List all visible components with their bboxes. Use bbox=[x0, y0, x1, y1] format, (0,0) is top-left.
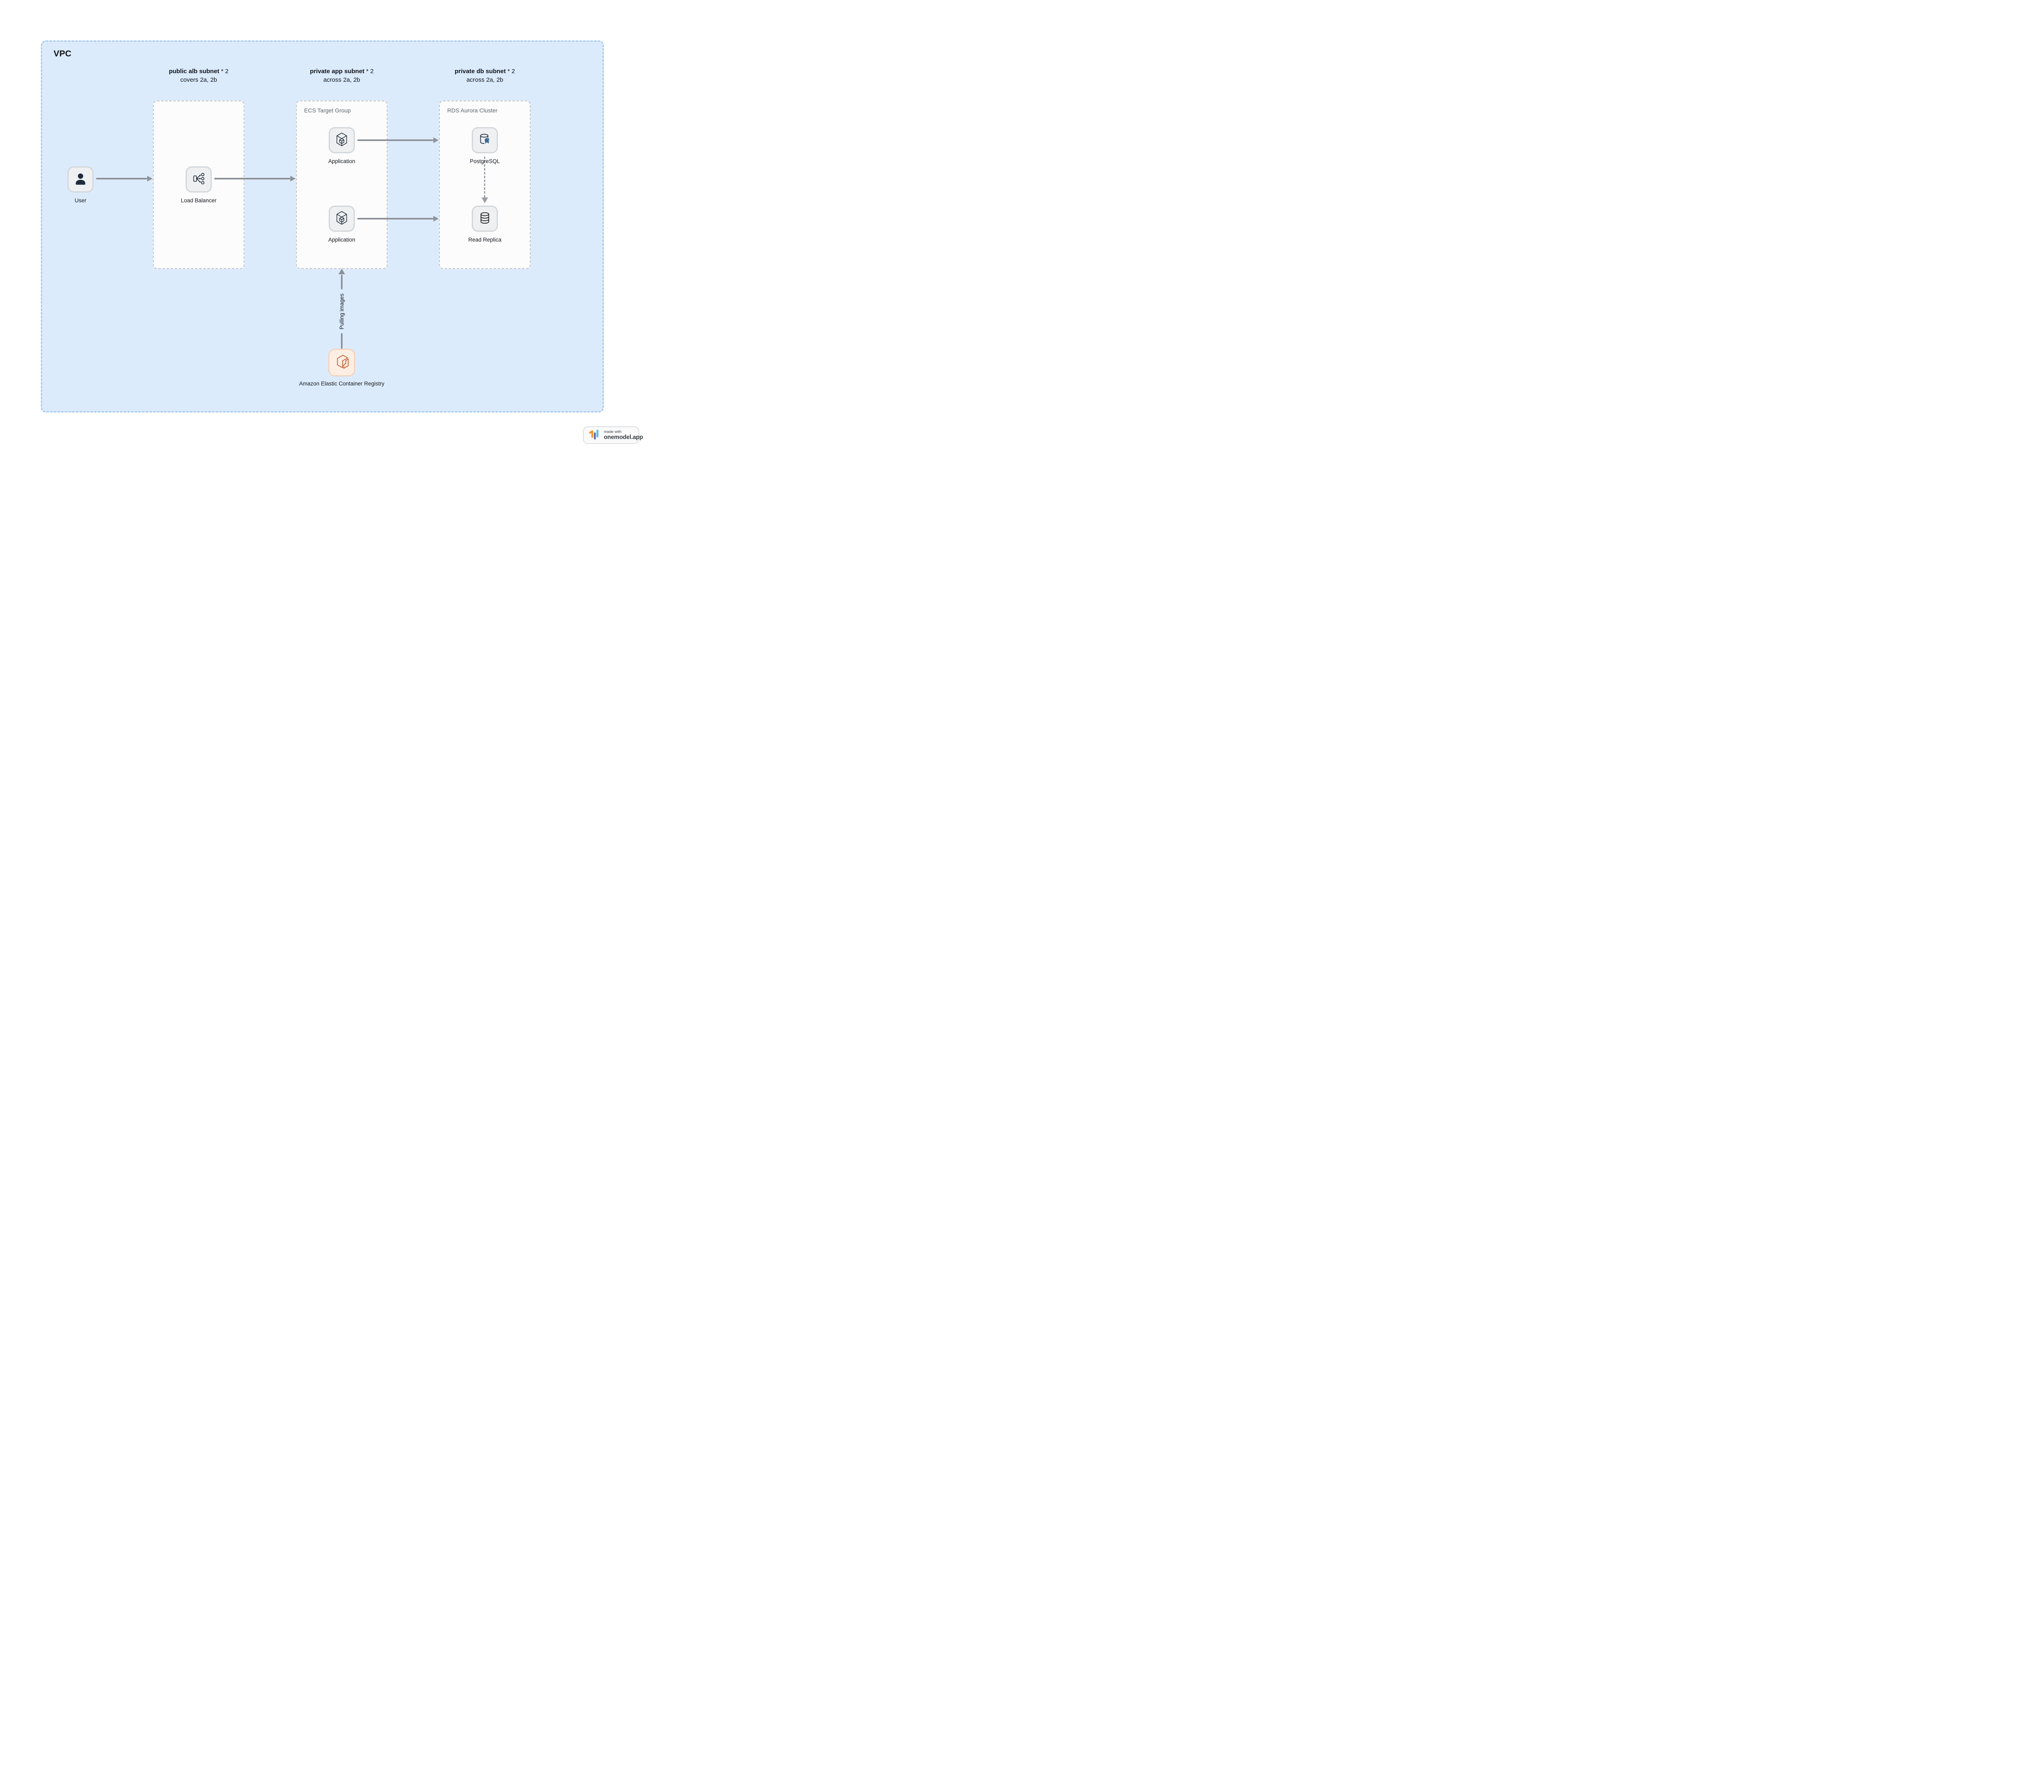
badge-brand: onemodel.app bbox=[604, 434, 643, 441]
user-label: User bbox=[74, 197, 87, 204]
private-app-subnet-header: private app subnet * 2 across 2a, 2b bbox=[276, 67, 407, 84]
subnet-count: * 2 bbox=[219, 68, 229, 75]
edge-ecr-to-ecs-lower bbox=[341, 333, 343, 349]
load-balancer-icon bbox=[191, 171, 206, 188]
edge-postgresql-to-read-replica bbox=[484, 157, 485, 197]
private-db-subnet-header: private db subnet * 2 across 2a, 2b bbox=[419, 67, 550, 84]
onemodel-logo-icon bbox=[588, 428, 601, 443]
person-icon bbox=[73, 171, 88, 188]
edge-ecr-to-ecs-upper bbox=[341, 275, 343, 289]
subnet-subtitle: covers 2a, 2b bbox=[180, 76, 217, 83]
load-balancer-label: Load Balancer bbox=[181, 197, 217, 204]
subnet-title: private db subnet bbox=[455, 68, 506, 75]
postgresql-icon bbox=[477, 132, 493, 149]
pulling-images-label: Pulling images bbox=[338, 293, 345, 329]
subnet-count: * 2 bbox=[364, 68, 374, 75]
postgresql-label: PostgreSQL bbox=[470, 158, 500, 164]
public-alb-subnet-header: public alb subnet * 2 covers 2a, 2b bbox=[133, 67, 264, 84]
container-icon bbox=[334, 210, 350, 228]
subnet-title: private app subnet bbox=[310, 68, 365, 75]
edge-application-top-to-postgresql bbox=[357, 139, 433, 141]
badge-made-with: made with bbox=[604, 430, 622, 434]
arrowhead-down-icon bbox=[482, 197, 488, 203]
application-bottom-node[interactable] bbox=[329, 206, 355, 232]
subnet-subtitle: across 2a, 2b bbox=[323, 76, 361, 83]
ecs-target-group-label: ECS Target Group bbox=[304, 107, 351, 114]
rds-aurora-cluster-label: RDS Aurora Cluster bbox=[447, 107, 498, 114]
vpc-label: VPC bbox=[54, 49, 72, 58]
arrowhead-right-icon bbox=[433, 137, 439, 143]
arrowhead-right-icon bbox=[290, 176, 296, 181]
load-balancer-node[interactable] bbox=[186, 166, 212, 193]
application-top-node[interactable] bbox=[329, 127, 355, 153]
onemodel-badge[interactable]: made with onemodel.app bbox=[583, 426, 643, 444]
user-node[interactable] bbox=[67, 166, 94, 193]
read-replica-label: Read Replica bbox=[468, 237, 502, 243]
subnet-title: public alb subnet bbox=[169, 68, 220, 75]
edge-user-to-alb-subnet bbox=[96, 178, 147, 179]
container-icon bbox=[334, 132, 350, 149]
arrowhead-right-icon bbox=[433, 216, 439, 222]
read-replica-node[interactable] bbox=[472, 206, 498, 232]
arrowhead-right-icon bbox=[147, 176, 152, 181]
ecr-label: Amazon Elastic Container Registry bbox=[299, 381, 385, 387]
database-stack-icon bbox=[477, 210, 493, 228]
ecr-icon bbox=[334, 354, 350, 372]
application-bottom-label: Application bbox=[328, 237, 356, 243]
subnet-subtitle: across 2a, 2b bbox=[466, 76, 504, 83]
diagram-canvas: VPC public alb subnet * 2 covers 2a, 2b … bbox=[0, 0, 644, 448]
subnet-count: * 2 bbox=[506, 68, 515, 75]
ecs-target-group-box[interactable]: ECS Target Group bbox=[296, 101, 388, 269]
postgresql-node[interactable] bbox=[472, 127, 498, 153]
edge-application-bottom-to-read-replica bbox=[357, 218, 433, 220]
ecr-node[interactable] bbox=[328, 349, 355, 376]
application-top-label: Application bbox=[328, 158, 356, 164]
edge-loadbalancer-to-ecs bbox=[214, 178, 290, 179]
vpc-group[interactable]: VPC public alb subnet * 2 covers 2a, 2b … bbox=[41, 40, 604, 412]
arrowhead-up-icon bbox=[338, 269, 345, 274]
